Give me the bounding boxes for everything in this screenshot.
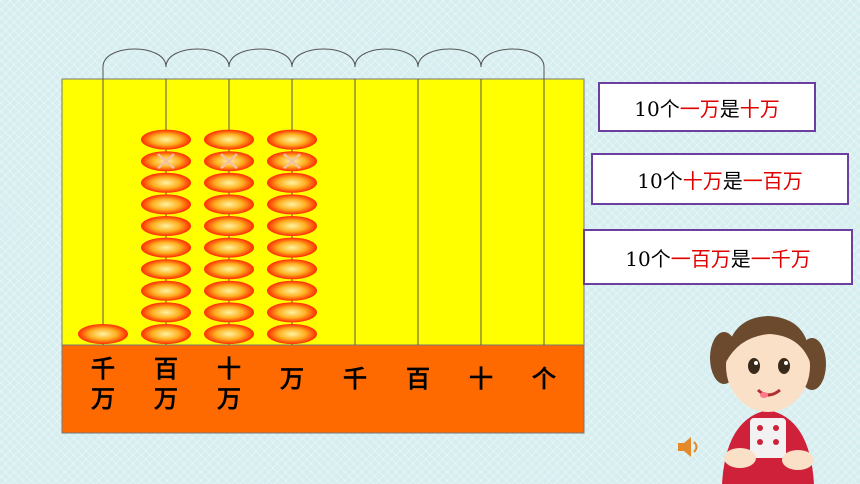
abacus-bead [141, 129, 191, 150]
abacus-bead [204, 237, 254, 258]
fact-2-prefix: 10个 [637, 168, 683, 193]
abacus-bead [141, 324, 191, 344]
place-label-top-2: 百 [154, 355, 178, 383]
fact-3-prefix: 10个 [625, 246, 671, 271]
abacus-base [61, 344, 585, 434]
abacus-bead [267, 194, 317, 215]
place-label-top-5: 千 [343, 365, 367, 393]
abacus-bead [141, 259, 191, 280]
abacus-bead [141, 172, 191, 193]
abacus-bead [141, 237, 191, 258]
cross-mark-icon [220, 153, 238, 170]
fact-1-unit-b: 十万 [739, 96, 780, 121]
fact-3-unit-b: 一千万 [750, 246, 811, 271]
fact-box-1: 10个一万是十万 [598, 82, 816, 132]
fact-2-verb: 是 [722, 168, 743, 193]
fact-box-2: 10个十万是一百万 [591, 153, 849, 205]
fact-1-verb: 是 [719, 96, 740, 121]
abacus-bead [267, 280, 317, 301]
cross-mark-icon [157, 153, 175, 170]
abacus-bead [204, 259, 254, 280]
girl-illustration [710, 316, 826, 484]
fact-2-unit-b: 一百万 [742, 168, 803, 193]
abacus-bead [204, 324, 254, 344]
fact-3-unit-a: 一百万 [670, 246, 731, 271]
place-label-top-4: 万 [280, 365, 304, 393]
abacus-bead [204, 280, 254, 301]
abacus-frame [61, 78, 585, 346]
speaker-icon[interactable] [674, 432, 704, 462]
abacus-bead [267, 216, 317, 236]
fact-box-3: 10个一百万是一千万 [583, 229, 853, 285]
fact-2-unit-a: 十万 [682, 168, 723, 193]
fact-3-verb: 是 [730, 246, 751, 271]
place-label-bottom-2: 万 [154, 385, 178, 413]
abacus-bead [267, 237, 317, 258]
abacus-bead [267, 129, 317, 150]
abacus-bead [78, 324, 128, 344]
place-label-bottom-1: 万 [91, 385, 115, 413]
place-label-top-8: 个 [532, 365, 556, 393]
place-label-bottom-3: 万 [217, 385, 241, 413]
place-label-top-7: 十 [469, 365, 493, 393]
fact-1-unit-a: 一万 [679, 96, 720, 121]
abacus-bead [267, 172, 317, 193]
fact-1-prefix: 10个 [634, 96, 680, 121]
abacus-bead [204, 216, 254, 236]
abacus-bead [141, 194, 191, 215]
abacus-bead [204, 194, 254, 215]
abacus-bead [141, 280, 191, 301]
abacus-bead [141, 302, 191, 323]
abacus-wire-arch [102, 48, 545, 79]
abacus-bead [204, 302, 254, 323]
abacus-bead [267, 324, 317, 344]
abacus-bead [267, 302, 317, 323]
place-label-top-6: 百 [406, 365, 430, 393]
abacus-bead [267, 259, 317, 280]
place-label-top-1: 千 [91, 355, 115, 383]
abacus-bead [204, 172, 254, 193]
abacus-bead [204, 129, 254, 150]
place-label-top-3: 十 [217, 355, 241, 383]
abacus-bead [141, 216, 191, 236]
cross-mark-icon [283, 153, 301, 170]
